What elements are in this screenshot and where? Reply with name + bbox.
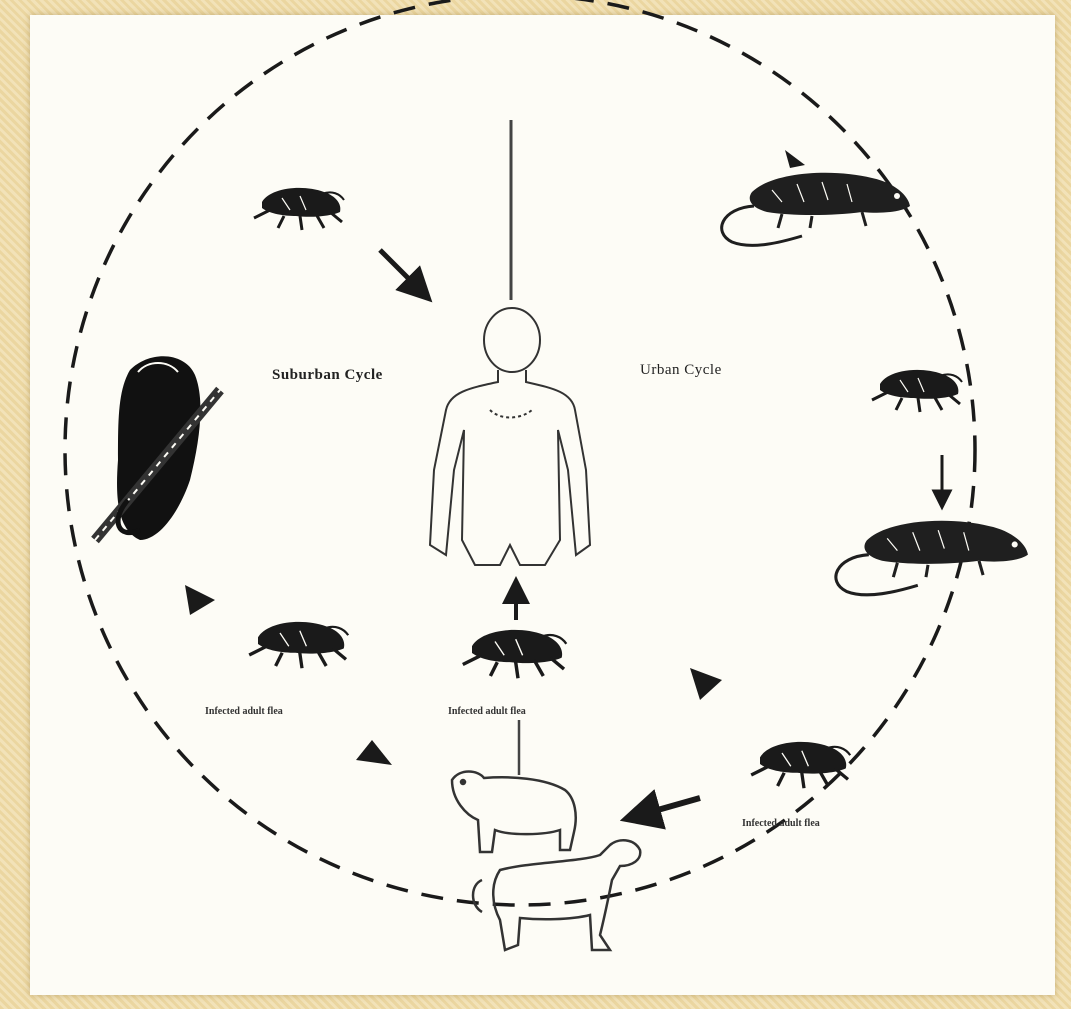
- flea-icon: [254, 188, 344, 230]
- flea-icon: [249, 622, 348, 668]
- suburban-cycle-label: Suburban Cycle: [272, 367, 383, 384]
- arrow-icon: [785, 150, 805, 168]
- rat-icon: [836, 521, 1028, 595]
- flea-label-right: Infected adult flea: [742, 818, 820, 829]
- flea-label-center: Infected adult flea: [448, 706, 526, 717]
- arrow-icon: [380, 250, 420, 290]
- human-icon: [430, 308, 590, 565]
- arrow-icon: [640, 798, 700, 815]
- arrow-icon: [690, 668, 722, 700]
- flea-label-left: Infected adult flea: [205, 706, 283, 717]
- flea-icon: [872, 370, 962, 412]
- flea-icon: [751, 742, 850, 788]
- cat-icon: [452, 772, 576, 853]
- opossum-icon: [95, 356, 220, 540]
- urban-cycle-label: Urban Cycle: [640, 362, 722, 379]
- arrow-icon: [356, 740, 392, 765]
- flea-icon: [463, 630, 567, 678]
- rat-icon: [722, 173, 910, 246]
- arrow-icon: [185, 585, 215, 615]
